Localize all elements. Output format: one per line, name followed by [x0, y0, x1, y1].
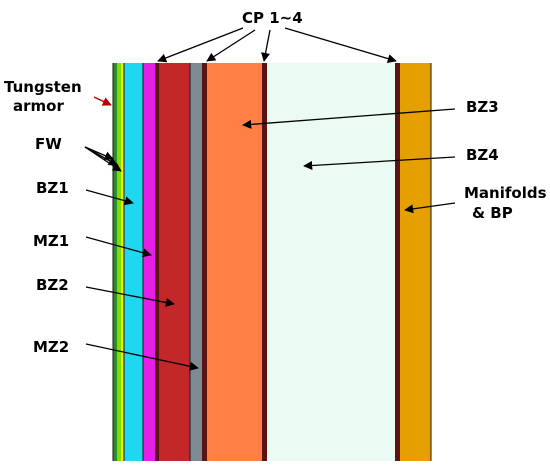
fw-green-layer — [117, 63, 121, 461]
bz1-label: BZ1 — [36, 179, 69, 197]
tungsten-label-line2: armor — [13, 97, 64, 115]
mz2-label: MZ2 — [33, 338, 69, 356]
bz3-arrow — [242, 108, 456, 129]
cooling-plate-2 — [202, 63, 207, 461]
bz3-label: BZ3 — [466, 98, 499, 116]
tungsten-label-line1: Tungsten — [4, 78, 82, 96]
bz4-arrow — [303, 156, 456, 171]
bz2-layer — [159, 63, 190, 461]
bz4-layer — [267, 63, 395, 461]
fw-label: FW — [35, 135, 62, 153]
cooling-plate-4 — [395, 63, 400, 461]
manifolds-label-line1: Manifolds — [464, 184, 547, 202]
mz2-layer — [190, 63, 202, 461]
cp-arrows — [157, 27, 397, 64]
mz1-layer — [143, 63, 155, 461]
bz3-layer — [207, 63, 262, 461]
mz1-label: MZ1 — [33, 232, 69, 250]
layer-dividers — [112, 63, 432, 461]
mz2-arrow — [85, 343, 199, 371]
layer-stack — [112, 63, 432, 461]
bz2-arrow — [85, 286, 175, 307]
bz4-label: BZ4 — [466, 146, 499, 164]
fw-yellow-layer — [121, 63, 124, 461]
cooling-plate-3 — [262, 63, 267, 461]
bz1-layer — [124, 63, 143, 461]
manifolds-arrow — [404, 202, 456, 214]
bz2-label: BZ2 — [36, 276, 69, 294]
cp-label: CP 1~4 — [242, 9, 303, 27]
tungsten-armor-layer — [113, 63, 117, 461]
mz1-arrow — [85, 236, 152, 258]
fw-arrows — [84, 146, 122, 172]
bz1-arrow — [85, 189, 134, 206]
cooling-plate-1 — [155, 63, 159, 461]
manifolds-label-line2: & BP — [472, 204, 513, 222]
tungsten-arrow — [93, 96, 112, 106]
manifolds-bp-layer — [400, 63, 431, 461]
